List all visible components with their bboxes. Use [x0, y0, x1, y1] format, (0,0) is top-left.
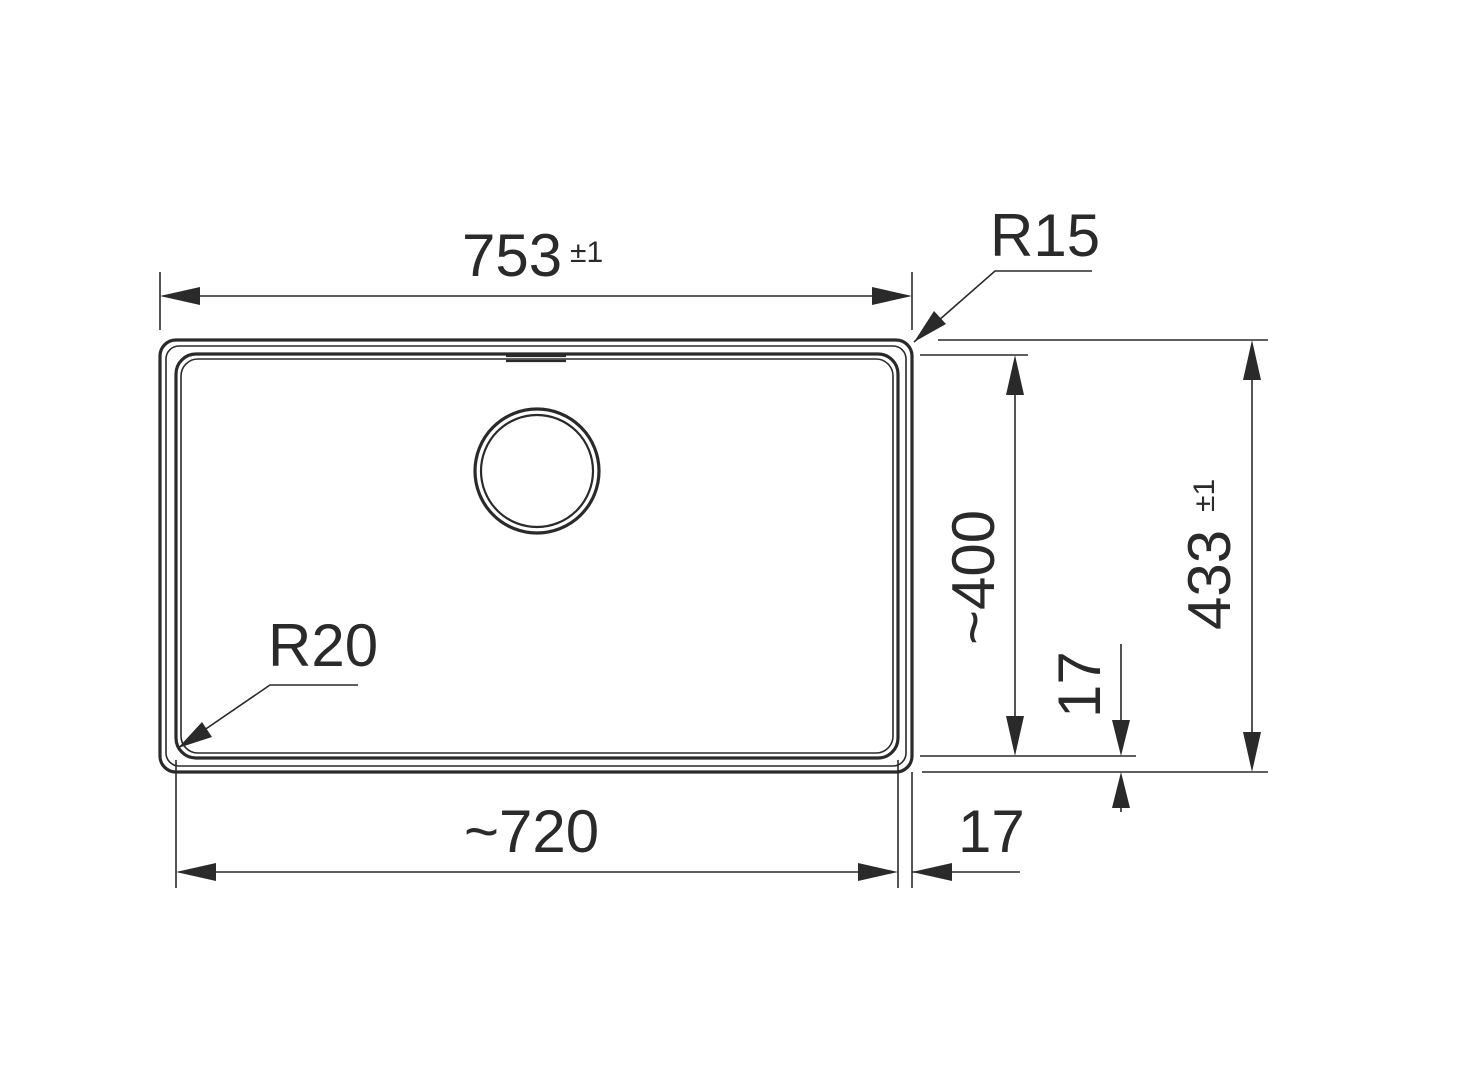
sink-outer-rim [158, 338, 914, 774]
dimension-rim-side: 17 [911, 772, 1025, 888]
drain-outer-ring [473, 407, 601, 535]
drain-inner-ring [479, 413, 595, 529]
arrow-head [1006, 716, 1024, 756]
arrow-head [1006, 355, 1024, 395]
overall-depth-value: 433 [1176, 530, 1243, 630]
bowl-radius-label: R20 [268, 612, 378, 679]
leader-outer-radius: R15 [913, 202, 1100, 343]
sink-outer-rim-inner-edge [165, 345, 907, 767]
arrow-head [1112, 720, 1130, 756]
dimension-bowl-width: ~720 [175, 760, 899, 888]
arrow-head [872, 287, 912, 305]
sink-bowl-inner-edge [180, 358, 894, 754]
arrow-head [176, 863, 216, 881]
bowl-width-label: ~720 [464, 798, 599, 865]
arrow-head [858, 863, 898, 881]
dimension-overall-width: 753 ±1 [159, 222, 913, 330]
arrow-head [1243, 732, 1261, 772]
overall-depth-tolerance: ±1 [1188, 479, 1221, 512]
svg-text:753: 753 [462, 222, 562, 289]
bowl-depth-label: ~400 [940, 510, 1007, 645]
dimension-bowl-depth: ~400 [920, 354, 1136, 757]
arrow-head [1243, 340, 1261, 380]
arrow-head [178, 722, 212, 748]
dimension-rim-front: 17 [1046, 644, 1130, 812]
arrow-head [912, 863, 952, 881]
arrow-head [160, 287, 200, 305]
arrow-head [914, 311, 946, 342]
outer-radius-label: R15 [990, 202, 1100, 269]
overall-width-tolerance: ±1 [570, 236, 603, 269]
rim-front-label: 17 [1046, 651, 1113, 718]
leader-bowl-radius: R20 [177, 612, 378, 749]
arrow-head [1112, 772, 1130, 808]
dimension-overall-depth: 433 ±1 [922, 339, 1268, 773]
overall-width-value: 753 [462, 222, 562, 289]
rim-side-label: 17 [958, 798, 1025, 865]
sink-bowl [174, 352, 900, 760]
